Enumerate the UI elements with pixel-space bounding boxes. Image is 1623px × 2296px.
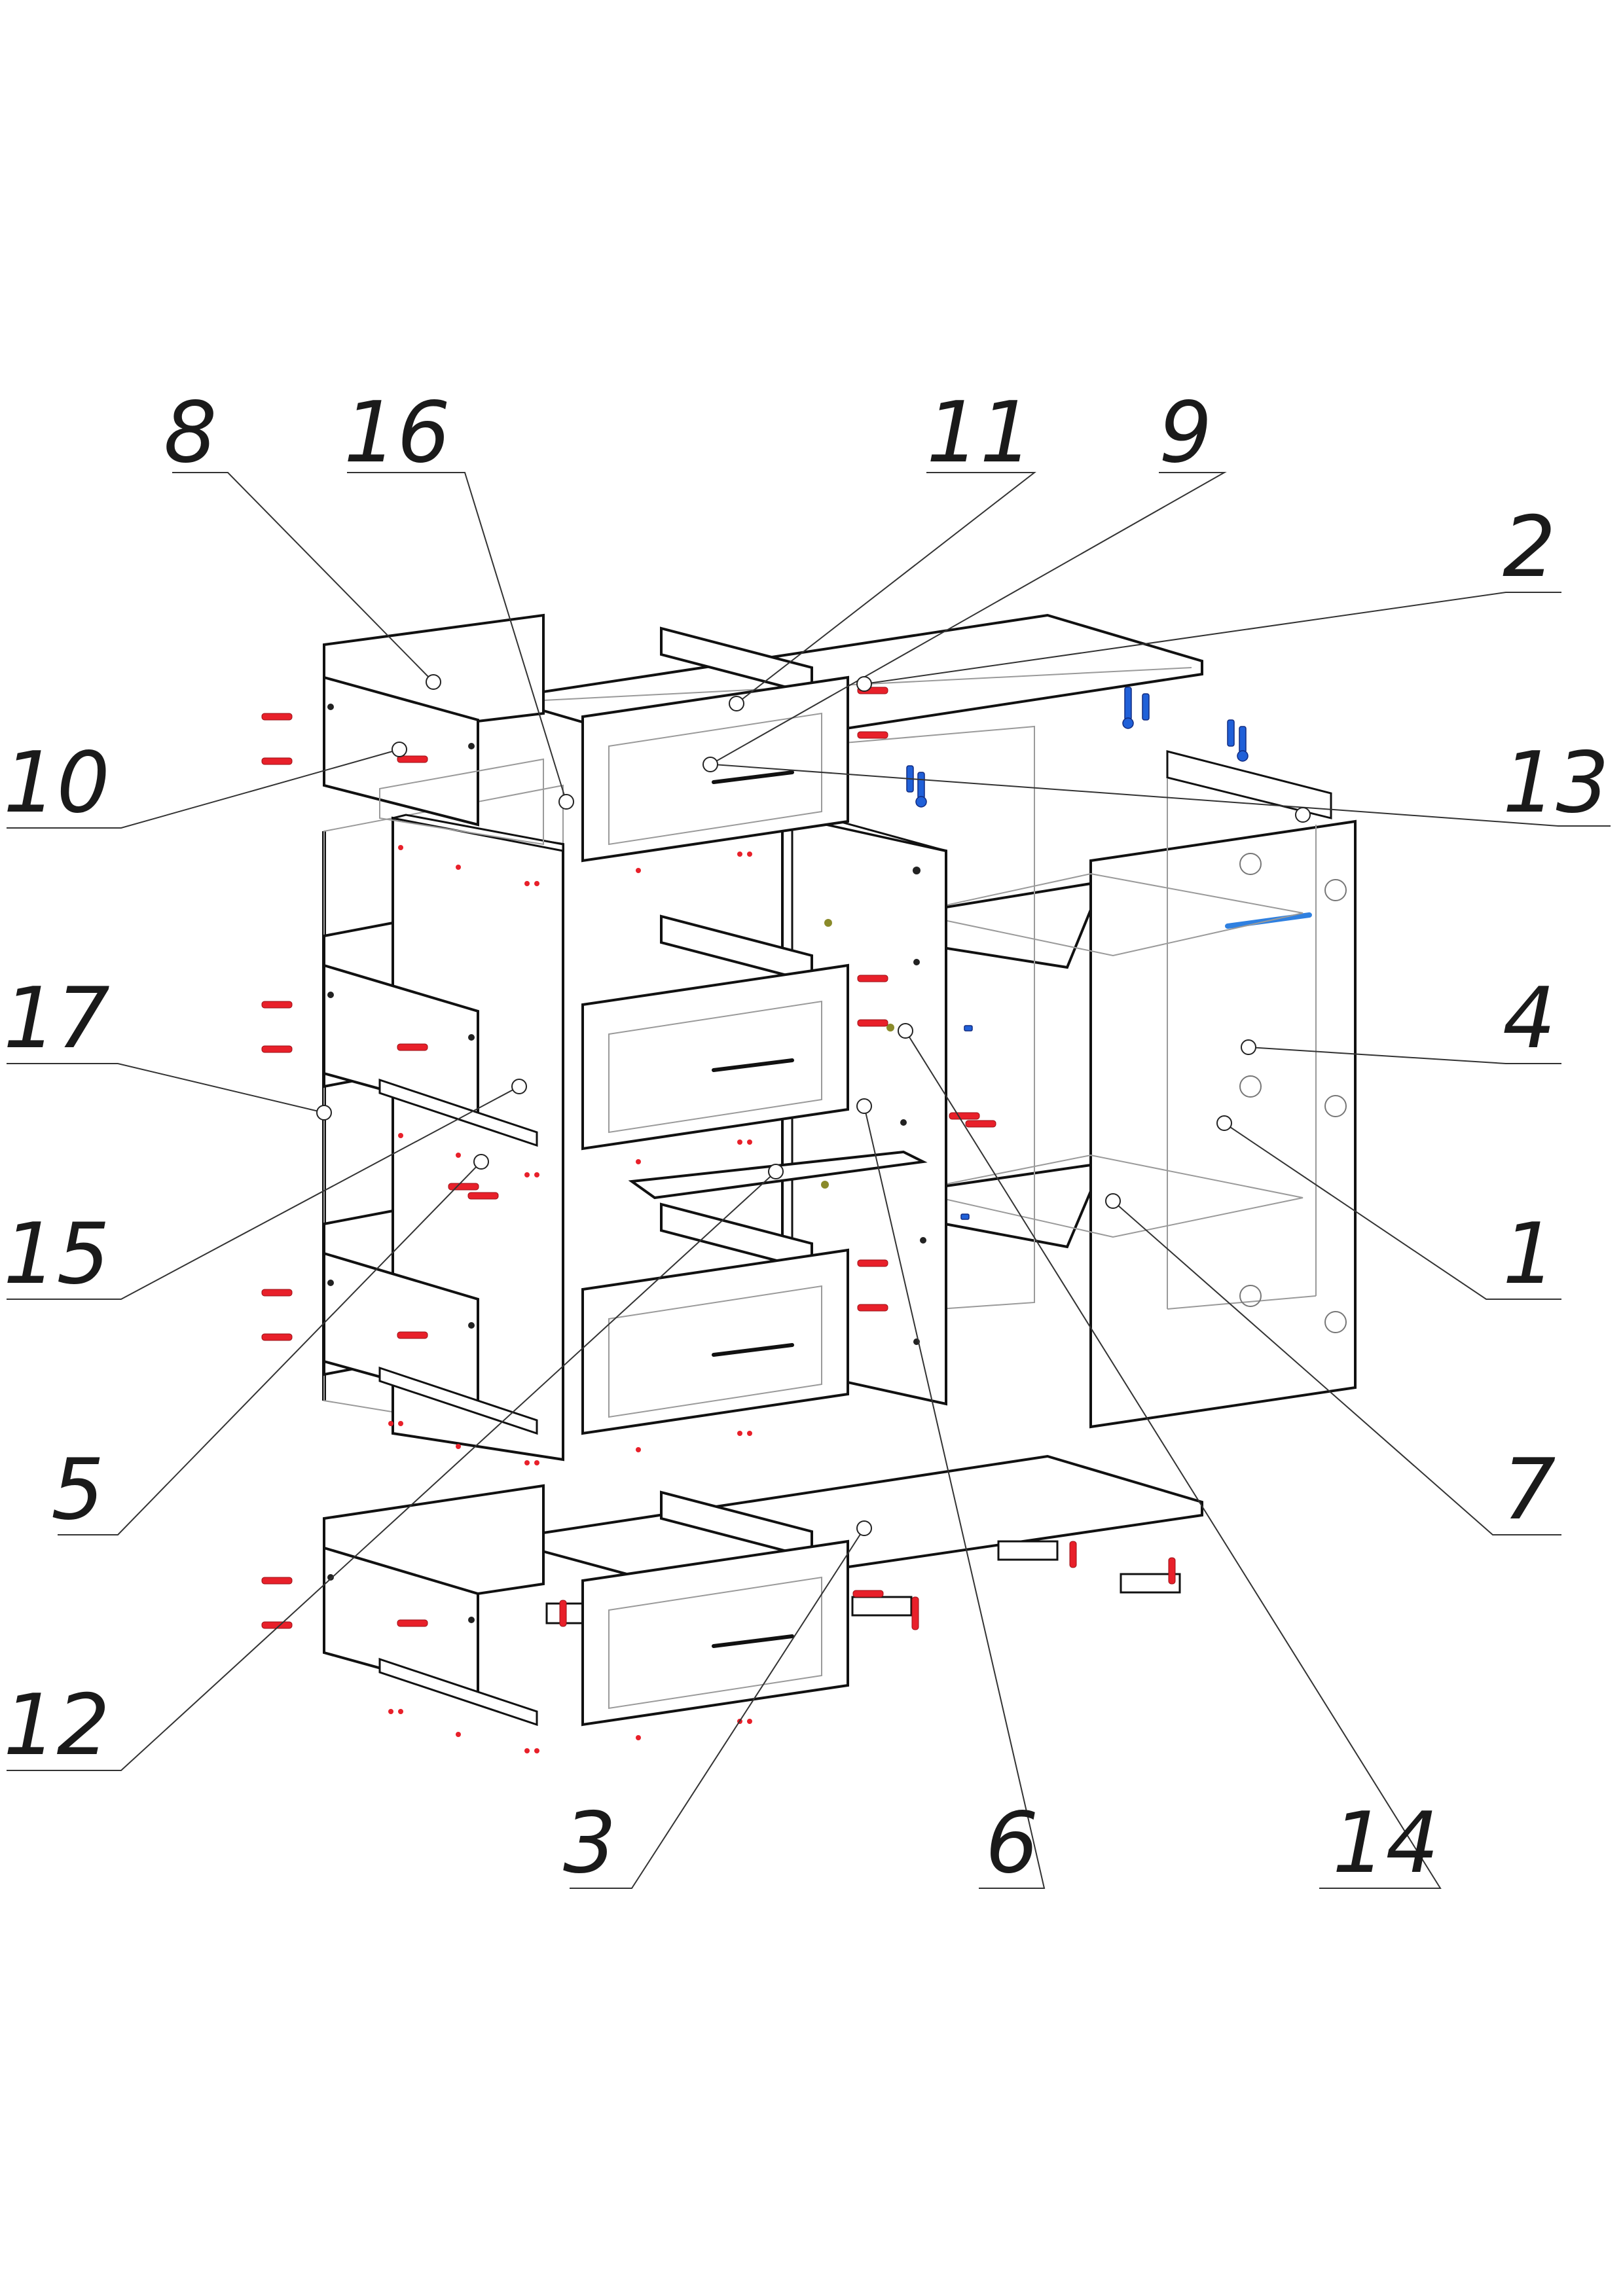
cam-bolt-icon [1124, 687, 1132, 721]
part-label-15: 15 [3, 1206, 110, 1303]
dowel-icon [911, 1596, 919, 1630]
drawer-center-third [581, 1202, 849, 1435]
dowel-icon [397, 1331, 428, 1339]
part-label-11: 11 [926, 384, 1033, 482]
dowel-icon [261, 1577, 293, 1585]
part-label-5: 5 [51, 1441, 104, 1539]
dowel-icon [261, 1001, 293, 1009]
dowel-icon [857, 975, 888, 982]
drawer-left-middle [323, 921, 538, 1147]
dowel-icon [397, 1619, 428, 1627]
drawer-left-lower [323, 1209, 538, 1435]
dowel-icon [397, 755, 428, 763]
part-label-6: 6 [985, 1795, 1038, 1892]
cam-bolt-icon [960, 1213, 970, 1220]
part-label-12: 12 [3, 1677, 110, 1774]
drawer-center-second [581, 914, 849, 1151]
dowel-icon [857, 731, 888, 739]
dowel-icon [559, 1600, 567, 1627]
dowel-icon [852, 1590, 884, 1598]
dowel-icon [261, 757, 293, 765]
part-label-10: 10 [3, 734, 110, 832]
part-label-3: 3 [563, 1795, 616, 1892]
drawer-handle-icon [712, 770, 794, 784]
cam-bolt-icon [1142, 693, 1150, 721]
leader-lines [7, 472, 1611, 1889]
part-label-7: 7 [1503, 1441, 1556, 1539]
dowel-icon [448, 1183, 479, 1191]
dowel-icon [261, 1333, 293, 1341]
part-label-13: 13 [1503, 734, 1609, 832]
drawer-left-top [323, 613, 545, 846]
part-label-9: 9 [1159, 384, 1212, 482]
cam-lock-icon [915, 796, 927, 808]
callout-markers [316, 674, 1311, 1536]
dowel-icon [261, 713, 293, 721]
drawer-handle-icon [712, 1634, 794, 1648]
part-label-17: 17 [3, 970, 110, 1067]
side-panel-right [1089, 750, 1357, 1429]
dowel-icon [857, 1259, 888, 1267]
dowel-icon [949, 1112, 980, 1120]
dowel-icon [857, 1304, 888, 1312]
dowel-icon [467, 1192, 499, 1200]
dowel-icon [261, 1045, 293, 1053]
dowel-icon [857, 1019, 888, 1027]
shelf-lower [909, 1154, 1304, 1249]
drawer-handle-icon [712, 1343, 794, 1357]
dowel-icon [965, 1120, 996, 1128]
cam-bolt-icon [1239, 726, 1247, 753]
part-label-16: 16 [344, 384, 450, 482]
part-label-2: 2 [1503, 499, 1556, 596]
part-label-8: 8 [164, 384, 217, 482]
cam-lock-group [906, 687, 1249, 1220]
cam-lock-icon [1122, 717, 1134, 729]
dowel-icon [1168, 1557, 1176, 1585]
cam-bolt-icon [964, 1025, 973, 1031]
dowel-icon [261, 1289, 293, 1297]
part-label-14: 14 [1332, 1795, 1439, 1892]
drawer-left-bottom [323, 1484, 545, 1727]
cam-bolt-icon [917, 772, 925, 799]
drawer-handle-icon [712, 1058, 794, 1072]
dowel-icon [397, 1043, 428, 1051]
drawer-center-bottom [581, 1490, 849, 1727]
cam-lock-icon [1237, 750, 1249, 762]
dowel-icon [1069, 1541, 1077, 1568]
cam-bolt-icon [1227, 719, 1235, 747]
part-label-1: 1 [1503, 1206, 1556, 1303]
part-label-4: 4 [1503, 970, 1556, 1067]
callout-labels: 8 16 11 9 2 10 13 17 4 15 1 5 7 12 3 6 1… [3, 384, 1609, 1892]
